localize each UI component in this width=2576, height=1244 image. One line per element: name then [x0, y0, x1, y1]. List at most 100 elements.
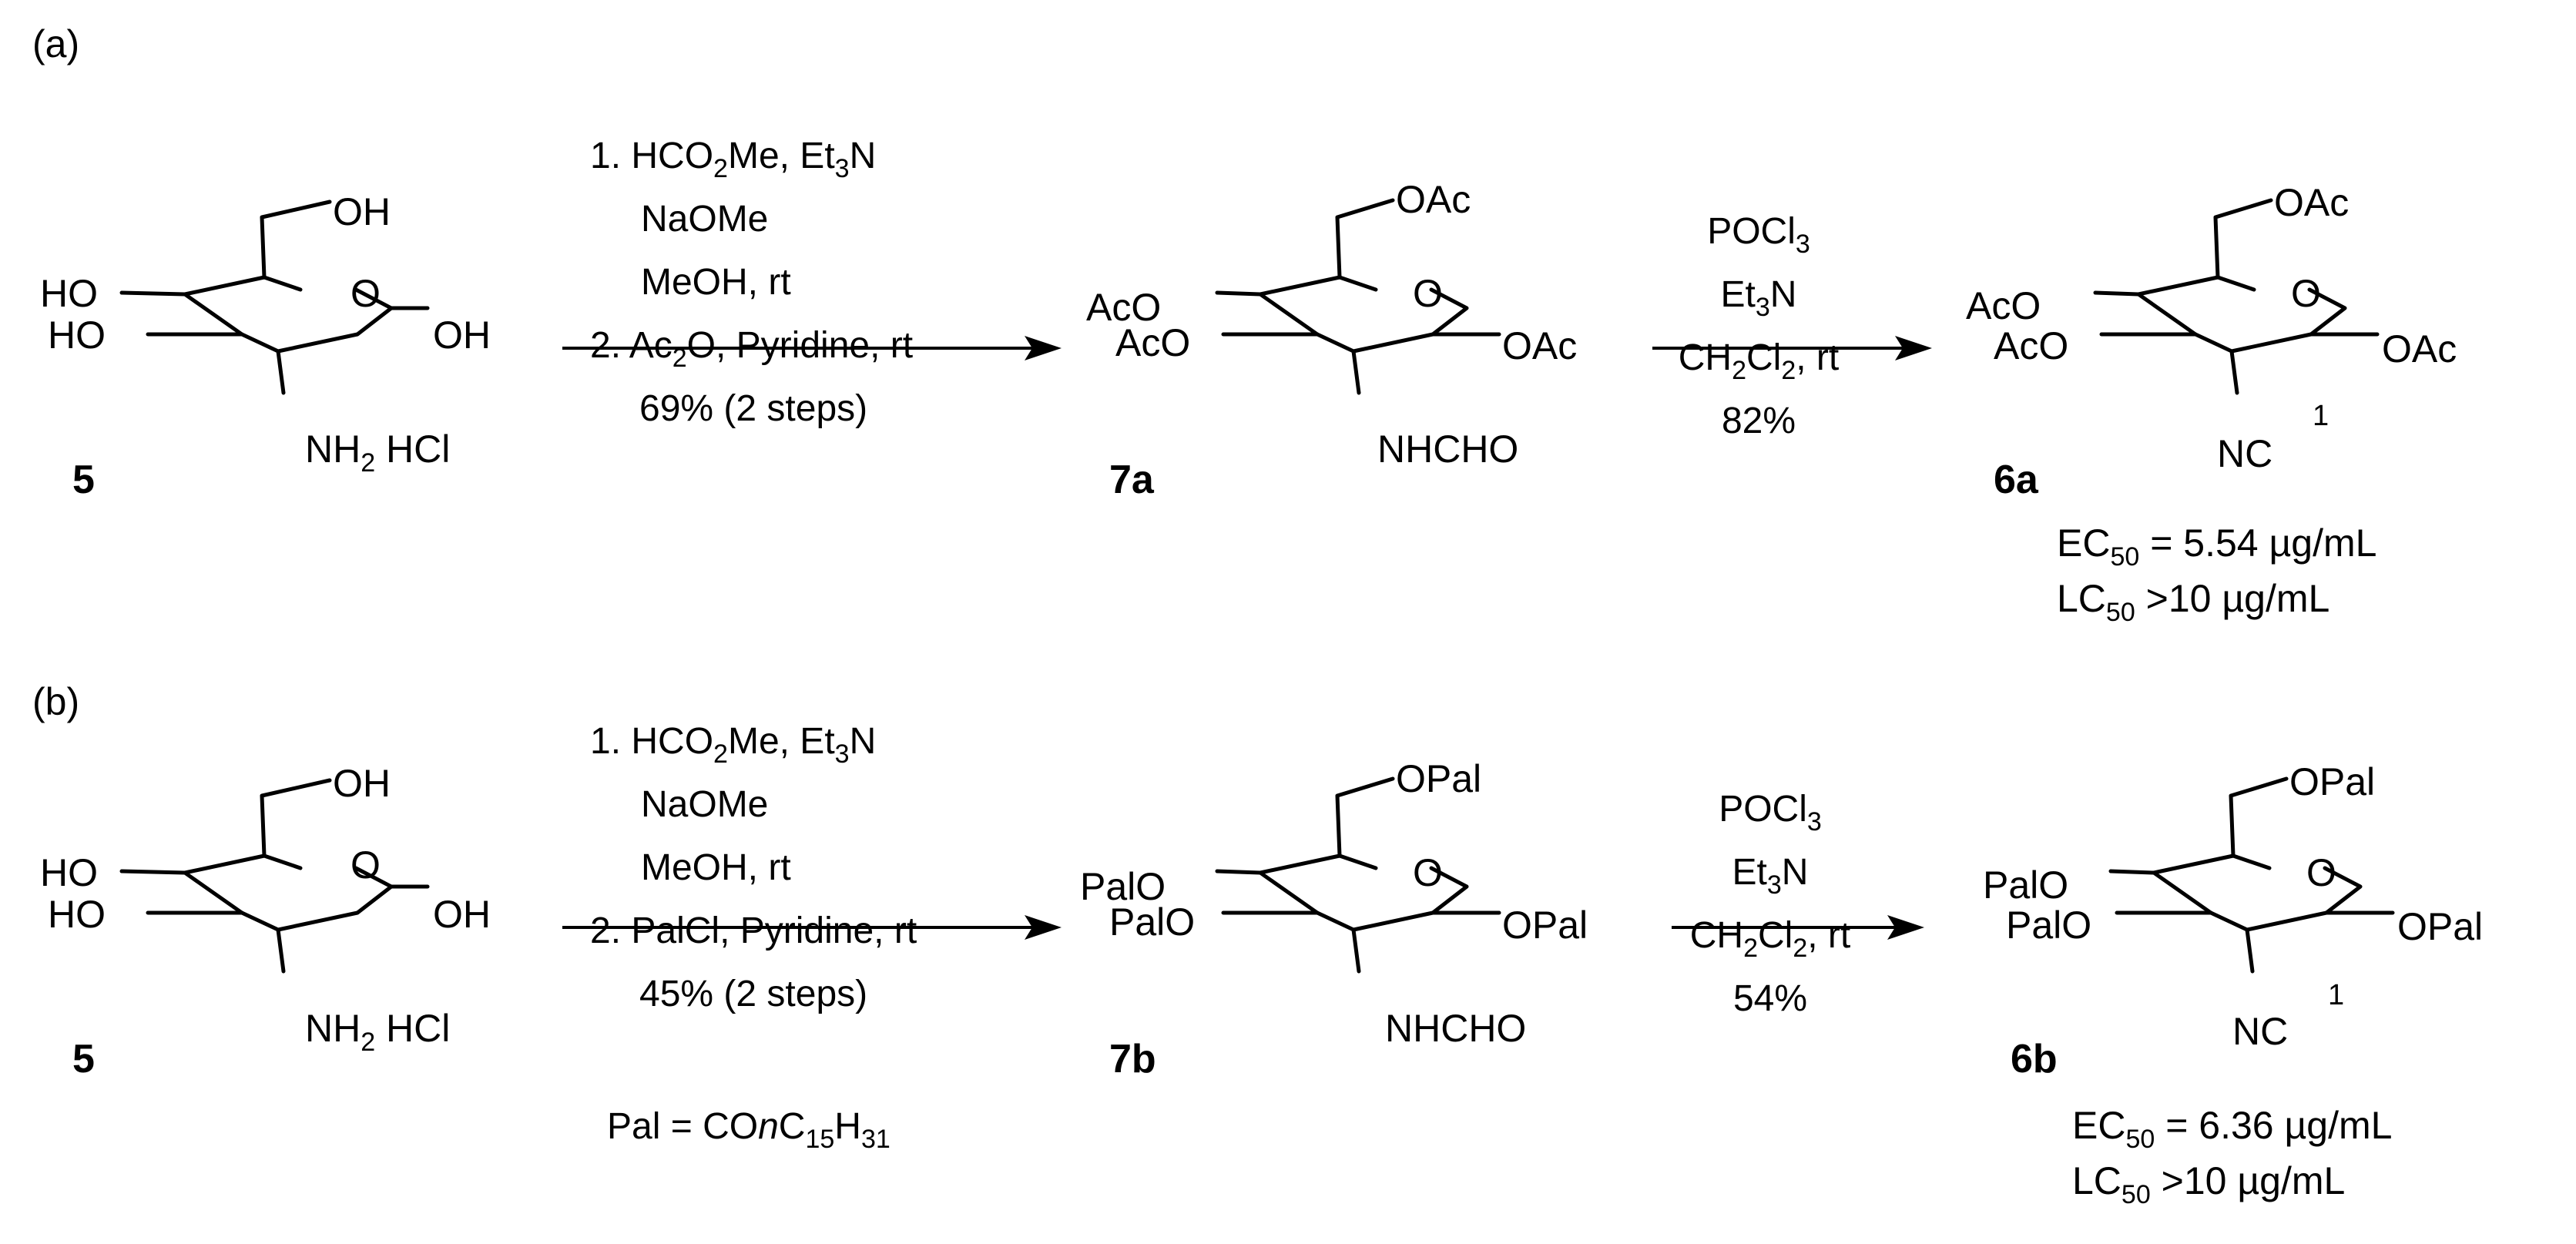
compound-number: 6b	[2011, 1037, 2058, 1081]
text-segment: >10 µg/mL	[2151, 1159, 2346, 1202]
atom-label: OAc	[2382, 327, 2457, 371]
compound-number: 6a	[1994, 458, 2039, 502]
atom-label: OPal	[1502, 904, 1588, 947]
text-segment: = 5.54 µg/mL	[2139, 521, 2376, 565]
ring-oxygen: O	[1413, 851, 1443, 894]
atom-label: OH	[433, 314, 491, 357]
text-line: NaOMe	[641, 784, 768, 825]
text-segment: 2. PalCl, Pyridine, rt	[590, 910, 917, 951]
text-line: 69% (2 steps)	[639, 388, 867, 429]
subscript: 3	[835, 154, 850, 183]
text-segment: 69% (2 steps)	[639, 388, 867, 429]
subscript: 2	[361, 1028, 375, 1057]
subscript: 31	[861, 1125, 891, 1154]
atom-label: AcO	[1115, 321, 1190, 364]
pyranose-ring	[2095, 200, 2377, 393]
subscript: 50	[2122, 1180, 2151, 1209]
text-segment: H	[834, 1106, 861, 1147]
position-number: 1	[2328, 979, 2344, 1011]
atom-label: NHCHO	[1377, 428, 1518, 471]
text-line: 2. Ac2O, Pyridine, rt	[590, 325, 913, 373]
compound-7b: OPal PalO PalO O OPal NHCHO 7b	[1080, 757, 1588, 1081]
subscript: 2	[361, 448, 375, 478]
atom-label: OAc	[1502, 324, 1577, 367]
text-line: 2. PalCl, Pyridine, rt	[590, 910, 917, 951]
text-segment: >10 µg/mL	[2135, 577, 2330, 620]
subscript: 3	[1796, 230, 1810, 259]
text-segment: 1. HCO	[590, 721, 713, 762]
subscript: 50	[2106, 598, 2135, 627]
atom-label	[375, 428, 386, 471]
subscript: 2	[713, 154, 728, 183]
text-segment: C	[779, 1106, 806, 1147]
panel-label: (b)	[32, 680, 79, 723]
text-segment: Me, Et	[728, 136, 835, 176]
text-line: 1. HCO2Me, Et3N	[590, 721, 876, 769]
atom-label: HO	[40, 272, 98, 315]
subscript: 2	[1732, 356, 1746, 385]
arrow-head	[1895, 336, 1932, 360]
text-segment: CH	[1690, 915, 1743, 956]
subscript: 15	[805, 1125, 834, 1154]
text-line: 1. HCO2Me, Et3N	[590, 136, 876, 183]
text-segment: Et	[1721, 274, 1756, 315]
text-line: CH2Cl2, rt	[1679, 337, 1840, 385]
atom-label: NH	[305, 1007, 361, 1050]
text-segment: Cl	[1758, 915, 1793, 956]
text-segment: , rt	[1796, 337, 1839, 378]
subscript: 3	[1756, 293, 1770, 322]
text-segment: Pal = CO	[607, 1106, 758, 1147]
text-segment: N	[850, 721, 877, 762]
atom-label: NH	[305, 428, 361, 471]
atom-label: PalO	[1080, 865, 1166, 908]
panel-label: (a)	[32, 22, 79, 65]
amine-label: NH2 HCl	[305, 1007, 450, 1057]
text-segment: , rt	[1807, 915, 1850, 956]
text-segment: N	[1782, 852, 1809, 893]
salt-label: HCl	[386, 428, 450, 471]
text-line: Et3N	[1721, 274, 1797, 322]
subscript: 2	[1781, 356, 1796, 385]
text-segment: 45% (2 steps)	[639, 974, 867, 1014]
text-line: LC50 >10 µg/mL	[2072, 1159, 2345, 1209]
text-line: MeOH, rt	[641, 847, 791, 888]
text-segment: MeOH, rt	[641, 847, 791, 888]
text-segment: NaOMe	[641, 199, 768, 240]
text-line: MeOH, rt	[641, 262, 791, 303]
atom-label: AcO	[1086, 286, 1161, 329]
atom-label: NC	[2232, 1010, 2288, 1053]
arrow-head	[1025, 336, 1062, 360]
subscript: 3	[1807, 807, 1822, 837]
atom-label: HO	[40, 851, 98, 894]
panel-b: (b) OH HO HO O OH NH2 HCl 5 1. HCO2Me, E…	[32, 680, 2483, 1209]
atom-label: OH	[333, 190, 391, 233]
text-line: 82%	[1722, 401, 1796, 441]
text-segment: LC	[2057, 577, 2106, 620]
compound-5: OH HO HO O OH NH2 HCl 5	[40, 762, 491, 1081]
text-segment: CH	[1679, 337, 1732, 378]
text-segment: 82%	[1722, 401, 1796, 441]
ring-oxygen: O	[1413, 272, 1443, 315]
pyranose-ring	[122, 780, 428, 971]
compound-number: 7b	[1109, 1037, 1156, 1081]
salt-label: HCl	[386, 1007, 450, 1050]
atom-label: OH	[433, 893, 491, 936]
compound-6b: OPal PalO PalO O OPal NC 1 6b EC50 = 6.3…	[1983, 760, 2483, 1209]
atom-label: AcO	[1966, 284, 2041, 327]
text-segment: 1. HCO	[590, 136, 713, 176]
text-line: LC50 >10 µg/mL	[2057, 577, 2329, 627]
atom-label: HO	[48, 314, 106, 357]
pyranose-ring	[1217, 779, 1499, 971]
atom-label: AcO	[1994, 324, 2068, 367]
ring-oxygen: O	[351, 843, 381, 887]
text-segment: Cl	[1746, 337, 1781, 378]
text-segment: LC	[2072, 1159, 2122, 1202]
text-segment: N	[850, 136, 877, 176]
text-line: Et3N	[1732, 852, 1809, 900]
compound-7a: OAc AcO AcO O OAc NHCHO 7a	[1086, 178, 1577, 502]
